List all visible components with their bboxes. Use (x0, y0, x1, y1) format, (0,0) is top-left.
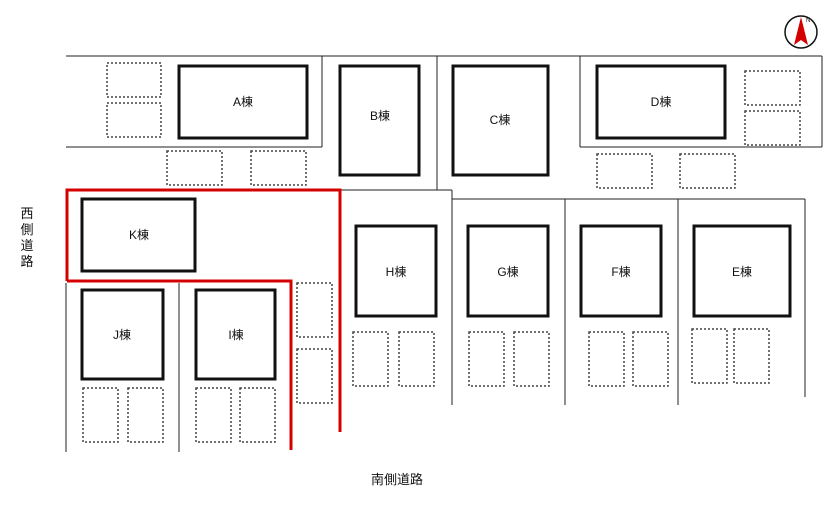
building-g-label: G棟 (497, 264, 518, 279)
highlighted-lot-boundary (65, 188, 342, 432)
building-k: K棟 (80, 197, 197, 273)
building-e-label: E棟 (732, 264, 752, 279)
building-c-label: C棟 (490, 112, 511, 127)
parking-spaces (82, 62, 801, 443)
building-i-label: I棟 (228, 327, 243, 342)
building-j-label: J棟 (113, 327, 131, 342)
building-g: G棟 (466, 224, 550, 318)
lot-lines (65, 55, 823, 452)
building-b: B棟 (338, 64, 421, 177)
building-j: J棟 (80, 288, 165, 381)
west-road-label: 西側道路 (20, 206, 33, 269)
building-a-label: A棟 (233, 94, 253, 109)
building-i: I棟 (194, 288, 277, 381)
north-label: N (806, 18, 810, 24)
south-road-label: 南側道路 (371, 472, 423, 487)
building-d: D棟 (595, 64, 727, 140)
north-compass-icon: N (784, 15, 818, 49)
building-a: A棟 (177, 64, 309, 140)
building-b-label: B棟 (370, 108, 390, 123)
building-d-label: D棟 (651, 94, 672, 109)
building-h: H棟 (354, 224, 438, 318)
building-c: C棟 (451, 64, 550, 177)
building-f-label: F棟 (611, 264, 630, 279)
building-k-label: K棟 (129, 227, 149, 242)
building-e: E棟 (692, 224, 792, 318)
building-h-label: H棟 (386, 264, 407, 279)
highlighted-lot-inner-boundary (67, 279, 293, 450)
building-f: F棟 (579, 224, 663, 318)
